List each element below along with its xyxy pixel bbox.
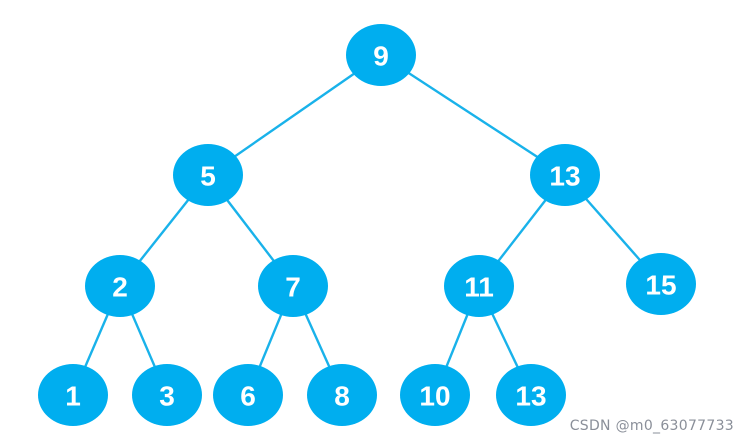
tree-node: 11	[444, 255, 514, 317]
tree-node: 8	[307, 364, 377, 426]
tree-node-circle	[496, 364, 566, 426]
tree-node: 10	[400, 364, 470, 426]
tree-node-circle	[173, 144, 243, 206]
tree-node: 2	[85, 255, 155, 317]
tree-node-label: 8	[334, 381, 350, 412]
tree-node: 9	[346, 24, 416, 86]
tree-node-label: 5	[200, 161, 216, 192]
tree-node-label: 10	[419, 381, 450, 412]
tree-edge	[207, 54, 382, 176]
tree-node: 3	[132, 364, 202, 426]
tree-node-circle	[258, 255, 328, 317]
tree-node-label: 2	[112, 272, 128, 303]
tree-node-circle	[85, 255, 155, 317]
tree-node-circle	[307, 364, 377, 426]
tree-node: 13	[496, 364, 566, 426]
tree-node-label: 11	[464, 272, 494, 303]
tree-edges	[71, 53, 662, 396]
tree-node: 1	[38, 364, 108, 426]
tree-node: 15	[626, 253, 696, 315]
tree-node-label: 9	[373, 41, 389, 72]
tree-node: 13	[530, 144, 600, 206]
tree-node-circle	[38, 364, 108, 426]
tree-node-label: 3	[159, 381, 175, 412]
tree-node-circle	[444, 255, 514, 317]
tree-node-circle	[400, 364, 470, 426]
tree-node-label: 7	[285, 272, 301, 303]
tree-node-label: 13	[515, 381, 546, 412]
tree-node-circle	[346, 24, 416, 86]
tree-node: 6	[213, 364, 283, 426]
tree-node-circle	[132, 364, 202, 426]
tree-node-label: 1	[65, 381, 81, 412]
tree-node-circle	[626, 253, 696, 315]
csdn-watermark: CSDN @m0_63077733	[569, 418, 734, 434]
tree-node: 7	[258, 255, 328, 317]
tree-node-label: 15	[645, 270, 676, 301]
tree-node-circle	[530, 144, 600, 206]
tree-node-label: 6	[240, 381, 256, 412]
tree-node-circle	[213, 364, 283, 426]
tree-node: 5	[173, 144, 243, 206]
tree-edge	[380, 53, 566, 177]
tree-node-label: 13	[549, 161, 580, 192]
